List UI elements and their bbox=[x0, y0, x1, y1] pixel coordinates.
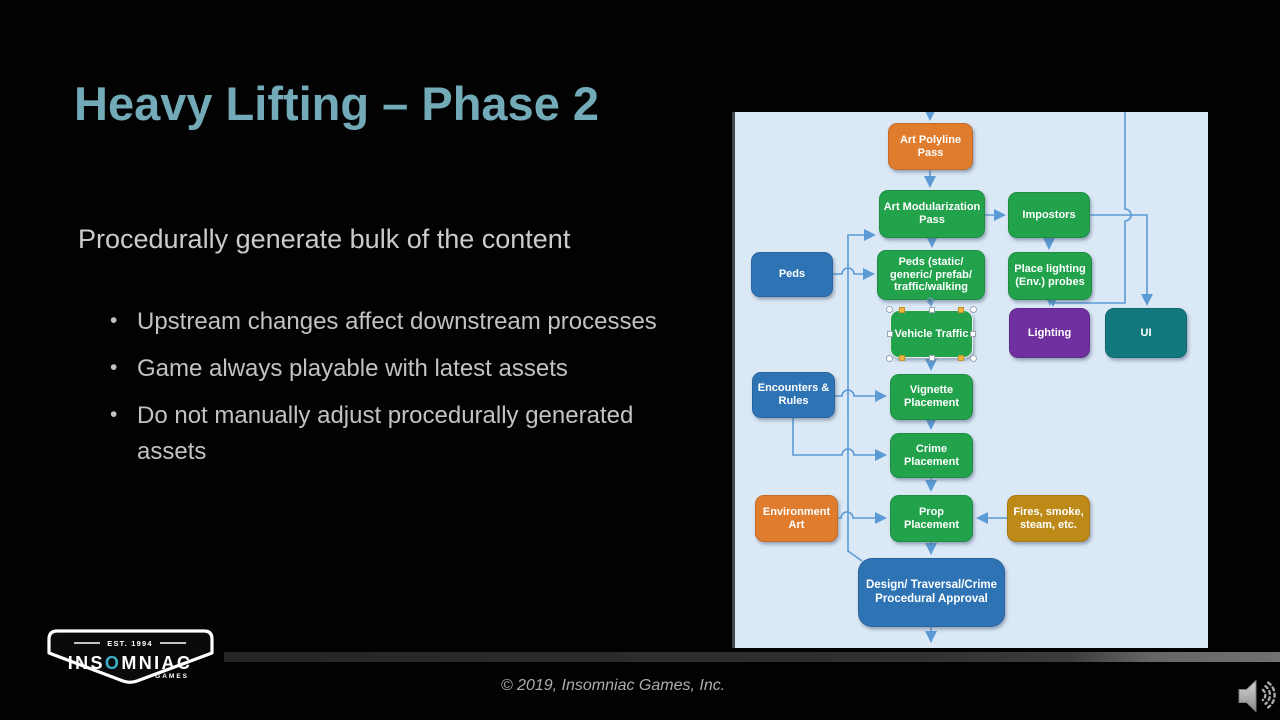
logo-moon-o: O bbox=[105, 653, 121, 673]
logo-badge-outline bbox=[47, 629, 214, 684]
node-art-polyline-pass: Art Polyline Pass bbox=[888, 123, 973, 170]
flowchart-panel-left-edge bbox=[732, 112, 735, 648]
node-fires-smoke: Fires, smoke, steam, etc. bbox=[1007, 495, 1090, 542]
node-label: Prop Placement bbox=[903, 505, 960, 531]
node-label: Encounters & Rules bbox=[757, 382, 830, 407]
node-peds: Peds bbox=[751, 252, 833, 297]
node-label: Design/ Traversal/Crime Procedural Appro… bbox=[865, 578, 998, 605]
node-label: Crime Placement bbox=[903, 442, 960, 468]
shape-adjust-handle[interactable] bbox=[899, 355, 905, 361]
slide-subtitle: Procedurally generate bulk of the conten… bbox=[78, 224, 571, 254]
selection-edge-handle[interactable] bbox=[928, 355, 935, 361]
node-label: Impostors bbox=[1022, 208, 1076, 221]
node-encounters-rules: Encounters & Rules bbox=[752, 372, 835, 418]
copyright-text: © 2019, Insomniac Games, Inc. bbox=[500, 677, 726, 694]
speaker-icon[interactable] bbox=[1236, 676, 1278, 716]
edge-impostors-to-ui bbox=[1090, 214, 1153, 306]
bullet-item: Do not manually adjust procedurally gene… bbox=[108, 397, 683, 470]
node-label: Fires, smoke, steam, etc. bbox=[1013, 505, 1084, 531]
edge-peds-to-peds-static bbox=[833, 267, 875, 280]
node-crime-placement: Crime Placement bbox=[890, 433, 973, 478]
seek-bar[interactable] bbox=[224, 652, 1280, 662]
slide-title: Heavy Lifting – Phase 2 bbox=[74, 77, 600, 130]
node-label: Environment Art bbox=[762, 505, 831, 531]
node-place-lighting-probes: Place lighting (Env.) probes bbox=[1008, 252, 1092, 300]
selection-corner-handle[interactable] bbox=[970, 355, 977, 362]
bullet-text: Game always playable with latest assets bbox=[137, 355, 568, 382]
selection-corner-handle[interactable] bbox=[886, 355, 893, 362]
selection-edge-handle[interactable] bbox=[887, 331, 893, 337]
bullet-item: Game always playable with latest assets bbox=[108, 350, 683, 387]
rotation-handle[interactable]: ⟳ bbox=[926, 296, 936, 308]
edge-encounters-rules-to-vignette-placement bbox=[835, 389, 887, 402]
node-label: Vignette Placement bbox=[903, 384, 960, 409]
selection-corner-handle[interactable] bbox=[970, 306, 977, 313]
edge-design-approval-to-art-modularization-pass bbox=[847, 229, 876, 562]
node-art-modularization-pass: Art Modularization Pass bbox=[879, 190, 985, 238]
node-label: Place lighting (Env.) probes bbox=[1014, 263, 1086, 288]
node-design-approval: Design/ Traversal/Crime Procedural Appro… bbox=[858, 558, 1005, 627]
logo-est-text: EST. 1994 bbox=[107, 639, 152, 648]
node-label: Vehicle Traffic bbox=[894, 327, 969, 340]
node-label: UI bbox=[1140, 326, 1152, 339]
node-label: Art Polyline Pass bbox=[899, 133, 962, 159]
edge-top-to-lighting bbox=[1047, 112, 1132, 307]
shape-adjust-handle[interactable] bbox=[958, 355, 964, 361]
speaker-wave-mid bbox=[1264, 685, 1272, 705]
selection-edge-handle[interactable] bbox=[928, 307, 935, 313]
node-peds-static: Peds (static/ generic/ prefab/ traffic/w… bbox=[877, 250, 985, 300]
node-environment-art: Environment Art bbox=[755, 495, 838, 542]
edge-encounters-rules-to-crime-placement bbox=[792, 418, 887, 461]
shape-adjust-handle[interactable] bbox=[958, 307, 964, 313]
edge-environment-art-to-prop-placement bbox=[838, 511, 887, 524]
node-label: Lighting bbox=[1027, 326, 1072, 339]
speaker-wave-outer bbox=[1267, 681, 1276, 709]
insomniac-games-logo: EST. 1994 INSOMNIAC GAMES bbox=[47, 629, 214, 684]
node-impostors: Impostors bbox=[1008, 192, 1090, 238]
bullet-text: Upstream changes affect downstream proce… bbox=[137, 308, 657, 335]
node-vignette-placement: Vignette Placement bbox=[890, 374, 973, 420]
node-lighting: Lighting bbox=[1009, 308, 1090, 358]
bullet-text: Do not manually adjust procedurally gene… bbox=[137, 402, 634, 465]
logo-wordmark: INSOMNIAC bbox=[68, 653, 193, 673]
shape-adjust-handle[interactable] bbox=[899, 307, 905, 313]
node-label: Peds (static/ generic/ prefab/ traffic/w… bbox=[890, 255, 972, 294]
speaker-wave-inner bbox=[1261, 688, 1267, 702]
node-ui: UI bbox=[1105, 308, 1187, 358]
speaker-body bbox=[1238, 679, 1257, 713]
node-label: Peds bbox=[778, 268, 806, 281]
bullet-item: Upstream changes affect downstream proce… bbox=[108, 303, 683, 340]
node-label: Art Modularization Pass bbox=[883, 201, 981, 226]
selection-corner-handle[interactable] bbox=[886, 306, 893, 313]
node-prop-placement: Prop Placement bbox=[890, 495, 973, 542]
bullet-list: Upstream changes affect downstream proce… bbox=[108, 303, 683, 481]
logo-games-text: GAMES bbox=[155, 673, 189, 680]
node-vehicle-traffic[interactable]: Vehicle Traffic bbox=[890, 310, 973, 358]
selection-edge-handle[interactable] bbox=[970, 331, 976, 337]
